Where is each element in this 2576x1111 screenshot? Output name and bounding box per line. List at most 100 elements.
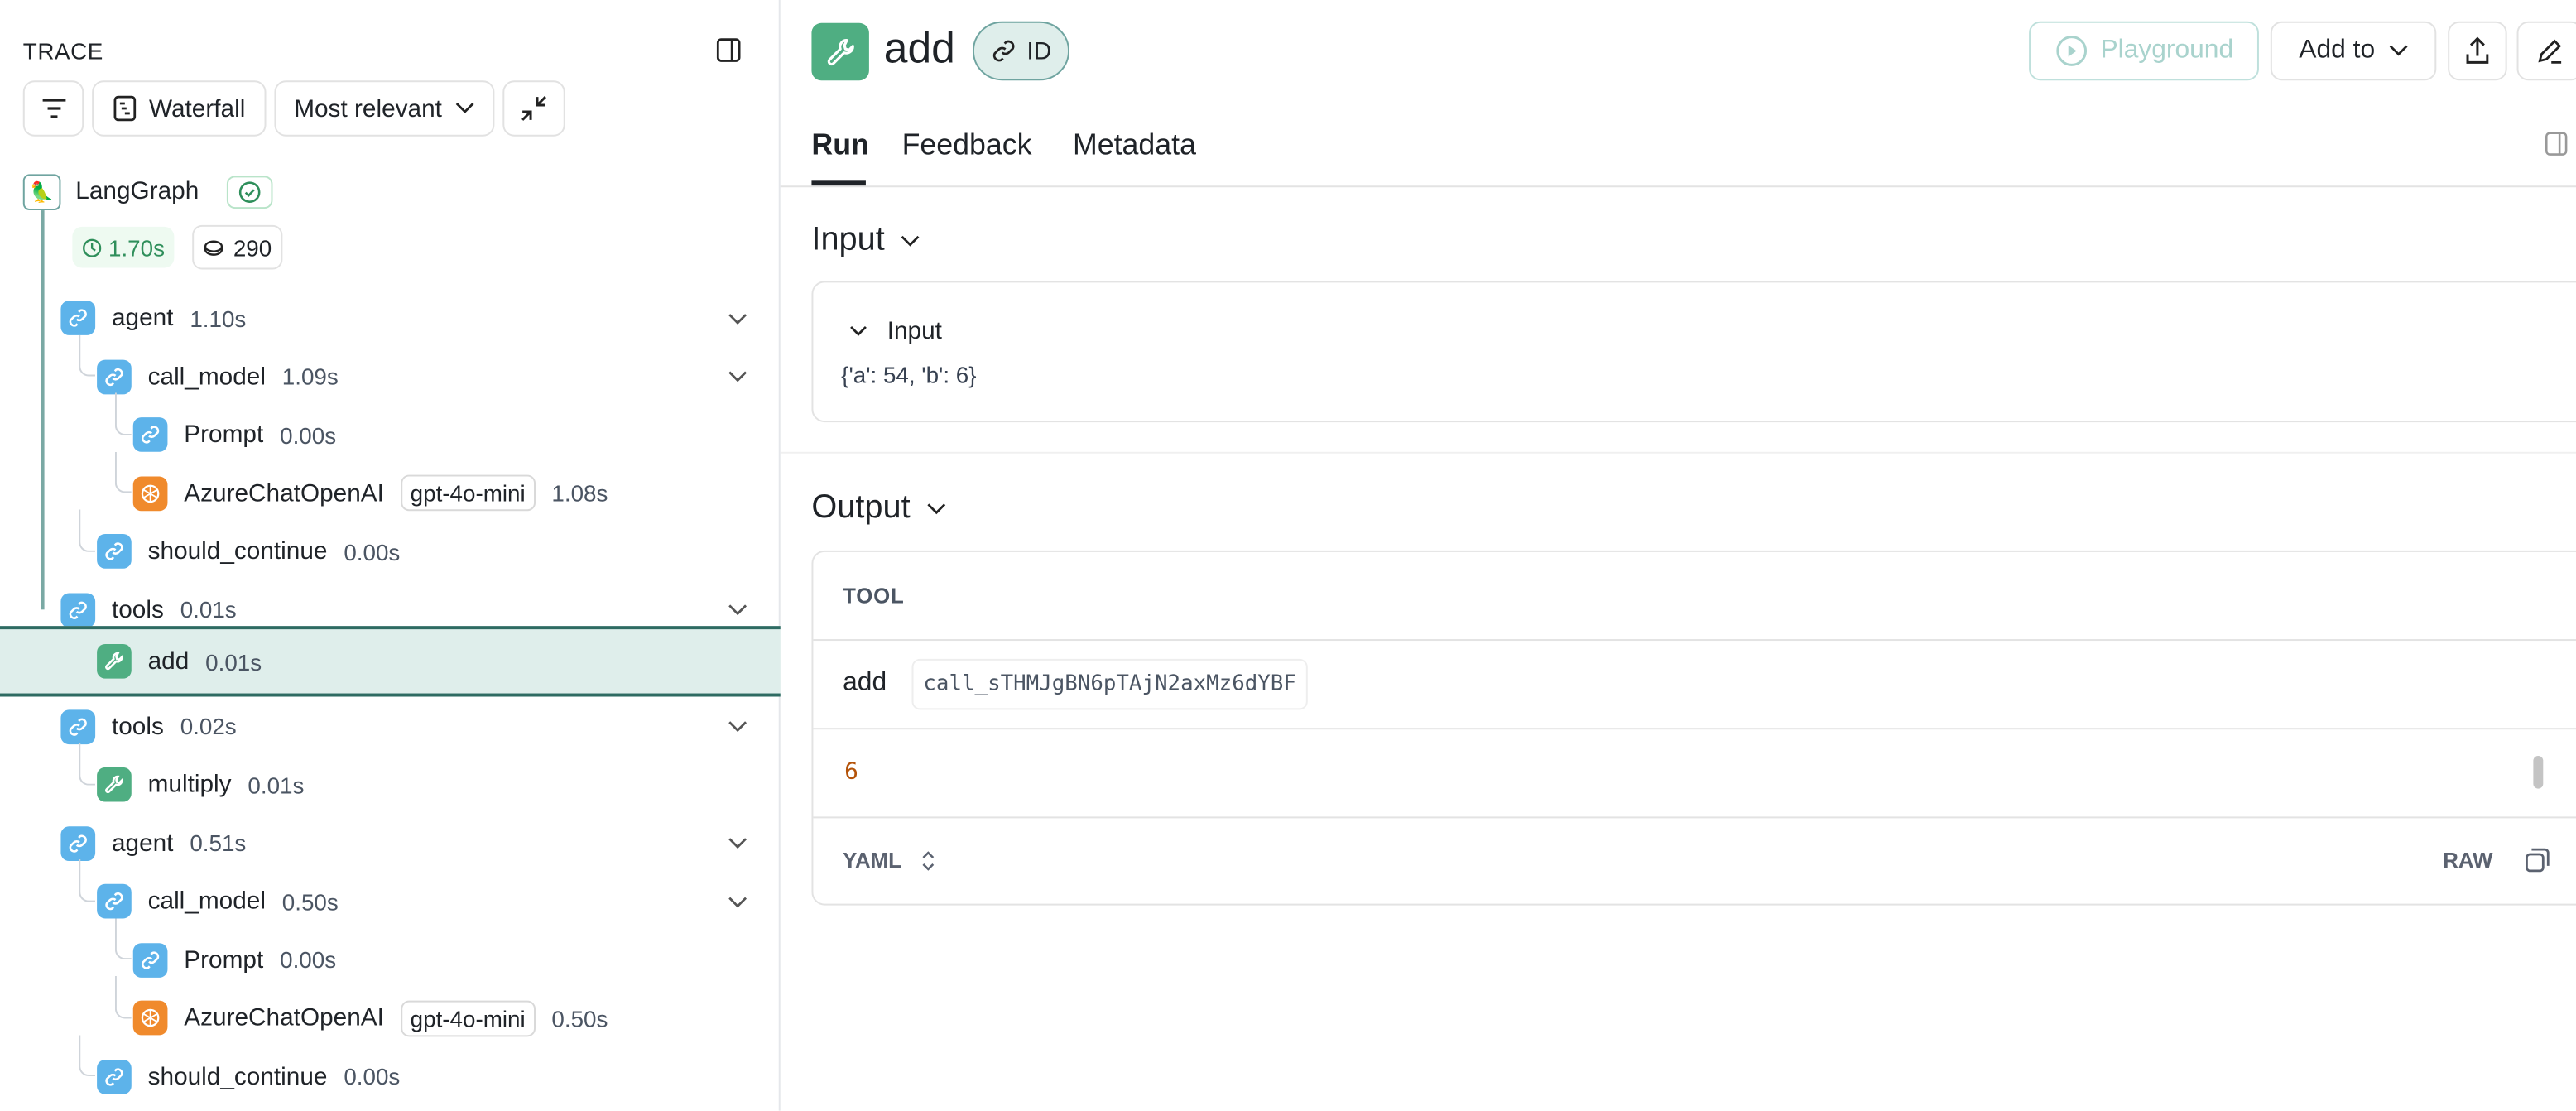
chevron-down-icon[interactable]: [728, 887, 747, 916]
add-to-label: Add to: [2299, 36, 2376, 65]
chain-link-icon: [60, 825, 96, 861]
check-circle-icon: [238, 181, 261, 204]
play-circle-icon: [2055, 36, 2087, 66]
chevron-down-icon[interactable]: [728, 830, 747, 858]
copy-id-button[interactable]: ID: [972, 21, 1070, 81]
copy-icon[interactable]: [2525, 848, 2550, 881]
success-badge: [226, 176, 273, 209]
collapse-icon: [521, 96, 546, 121]
node-latency: 0.00s: [280, 421, 337, 449]
tree-node-tools[interactable]: tools 0.01s: [0, 581, 781, 639]
tree-node-multiply[interactable]: multiply 0.01s: [0, 756, 781, 814]
filter-icon: [41, 99, 65, 118]
sidebar-toggle-icon[interactable]: [2545, 132, 2568, 165]
langgraph-icon: 🦜: [22, 174, 61, 211]
tree-connector: [79, 1034, 96, 1077]
share-button[interactable]: [2448, 21, 2507, 81]
openai-icon: [132, 476, 168, 511]
section-divider: [780, 451, 2576, 454]
node-name: tools: [111, 595, 164, 624]
chevron-down-icon[interactable]: [728, 305, 747, 333]
node-name: should_continue: [147, 537, 328, 566]
waterfall-label: Waterfall: [148, 94, 246, 123]
input-inner-toggle[interactable]: Input: [849, 317, 942, 345]
node-name: tools: [111, 712, 164, 741]
node-name: AzureChatOpenAI: [184, 479, 384, 507]
node-name: call_model: [147, 363, 266, 391]
output-section-toggle[interactable]: Output: [811, 489, 946, 527]
chevron-down-icon[interactable]: [728, 596, 747, 624]
tab-run[interactable]: Run: [811, 127, 869, 161]
waterfall-button[interactable]: Waterfall: [92, 80, 267, 137]
node-name: add: [147, 647, 190, 676]
chevron-down-icon: [927, 503, 946, 514]
filter-button[interactable]: [22, 80, 84, 137]
latency-badge: 1.70s: [72, 226, 175, 268]
chain-link-icon: [97, 534, 132, 570]
node-latency: 0.01s: [180, 596, 237, 623]
tree-connector: [114, 917, 132, 960]
chevron-updown-icon: [921, 850, 934, 870]
tree-node-prompt[interactable]: Prompt 0.00s: [0, 931, 781, 988]
tree-connector: [114, 392, 132, 435]
raw-toggle[interactable]: RAW: [2443, 848, 2493, 873]
chain-link-icon: [97, 1059, 132, 1094]
collapse-button[interactable]: [502, 80, 565, 137]
tool-call-id[interactable]: call_sTHMJgBN6pTAjN2axMz6dYBF: [911, 658, 1308, 710]
node-latency: 0.50s: [551, 1005, 608, 1032]
sort-label: Most relevant: [294, 94, 442, 123]
panel-toggle-icon[interactable]: [716, 38, 741, 63]
chain-link-icon: [60, 301, 96, 336]
chevron-down-icon: [455, 103, 474, 113]
link-icon: [992, 40, 1015, 62]
tab-feedback[interactable]: Feedback: [901, 127, 1032, 161]
playground-button[interactable]: Playground: [2029, 21, 2259, 81]
add-to-button[interactable]: Add to: [2270, 21, 2437, 81]
chevron-down-icon[interactable]: [728, 713, 747, 741]
node-name: call_model: [147, 887, 266, 916]
active-tab-indicator: [811, 180, 866, 186]
chevron-down-icon: [901, 234, 920, 246]
root-name[interactable]: LangGraph: [75, 177, 199, 206]
edit-button[interactable]: [2516, 21, 2576, 81]
input-section-label: Input: [811, 221, 885, 258]
node-latency: 0.51s: [190, 830, 247, 857]
sort-select[interactable]: Most relevant: [274, 80, 495, 137]
trace-panel: TRACE Waterfall Most relevant 🦜 LangGrap…: [0, 0, 781, 1111]
tree-connector: [79, 743, 96, 786]
chevron-down-icon[interactable]: [728, 363, 747, 391]
chevron-down-icon: [2388, 45, 2407, 56]
tokens-badge: 290: [192, 224, 284, 270]
playground-label: Playground: [2100, 36, 2234, 65]
trace-title: TRACE: [22, 37, 103, 65]
divider: [813, 816, 2576, 819]
node-name: Prompt: [184, 945, 264, 974]
tree-node-should-continue[interactable]: should_continue 0.00s: [0, 522, 781, 580]
tab-metadata[interactable]: Metadata: [1073, 127, 1196, 161]
scrollbar[interactable]: [2533, 755, 2544, 789]
pencil-icon: [2538, 39, 2562, 64]
format-select[interactable]: YAML: [843, 848, 934, 873]
input-section-toggle[interactable]: Input: [811, 222, 920, 260]
coins-icon: [204, 239, 223, 255]
wrench-icon: [97, 643, 132, 679]
node-latency: 0.01s: [248, 772, 305, 799]
node-name: should_continue: [147, 1062, 328, 1091]
node-name: multiply: [147, 771, 232, 800]
id-label: ID: [1026, 36, 1052, 65]
input-card: Input {'a': 54, 'b': 6}: [811, 281, 2576, 423]
node-latency: 0.00s: [344, 538, 401, 565]
node-latency: 0.00s: [280, 946, 337, 974]
tree-connector: [79, 858, 96, 902]
